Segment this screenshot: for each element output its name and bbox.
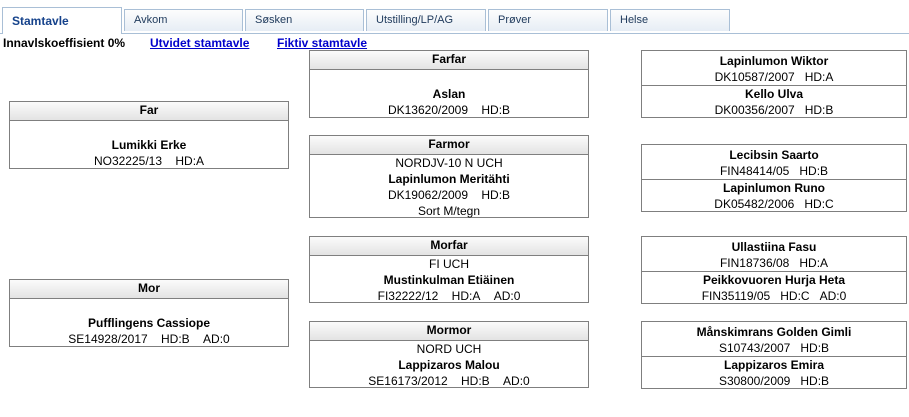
- morfar-box: Morfar FI UCH Mustinkulman Etiäinen FI32…: [309, 236, 589, 303]
- gen3-hd: HD:B: [799, 164, 829, 178]
- gen3-registration: DK05482/2006 HD:C: [642, 196, 906, 212]
- morfar-registration: FI32222/12 HD:A AD:0: [310, 288, 588, 304]
- mor-hd: HD:B: [161, 332, 190, 346]
- gen3-pair-farmor: Lecibsin Saarto FIN48414/05 HD:B Lapinlu…: [641, 144, 907, 212]
- gen3-name[interactable]: Månskimrans Golden Gimli: [696, 325, 852, 339]
- farmor-header: Farmor: [310, 136, 588, 155]
- gen3-ad: AD:0: [819, 289, 847, 303]
- morfar-titles: FI UCH: [429, 257, 469, 271]
- farmor-box: Farmor NORDJV-10 N UCH Lapinlumon Meritä…: [309, 135, 589, 218]
- morfar-name[interactable]: Mustinkulman Etiäinen: [383, 273, 515, 287]
- tab-sosken[interactable]: Søsken: [245, 9, 364, 31]
- pair-divider: [642, 85, 906, 86]
- farfar-name[interactable]: Aslan: [432, 87, 466, 101]
- pair-divider: [642, 179, 906, 180]
- morfar-reg: FI32222/12: [377, 289, 439, 303]
- gen3-hd: HD:A: [804, 70, 834, 84]
- far-name[interactable]: Lumikki Erke: [111, 138, 187, 152]
- pair-divider: [642, 271, 906, 272]
- morfar-ad: AD:0: [493, 289, 521, 303]
- gen3-reg: DK00356/2007: [714, 103, 795, 117]
- gen3-registration: FIN48414/05 HD:B: [642, 163, 906, 179]
- farmor-titles: NORDJV-10 N UCH: [395, 156, 503, 170]
- gen3-pair-farfar: Lapinlumon Wiktor DK10587/2007 HD:A Kell…: [641, 50, 907, 118]
- gen3-pair-mormor: Månskimrans Golden Gimli S10743/2007 HD:…: [641, 321, 907, 389]
- gen3-reg: DK05482/2006: [714, 197, 795, 211]
- gen3-name[interactable]: Lapinlumon Runo: [723, 181, 825, 195]
- inbreeding-coefficient: Innavlskoeffisient 0%: [3, 36, 126, 50]
- farfar-box: Farfar Aslan DK13620/2009 HD:B: [309, 50, 589, 118]
- farmor-name[interactable]: Lapinlumon Meritähti: [388, 172, 510, 186]
- farmor-hd: HD:B: [481, 188, 511, 202]
- tab-utstilling[interactable]: Utstilling/LP/AG: [366, 9, 486, 31]
- farmor-registration: DK19062/2009 HD:B: [310, 187, 588, 203]
- gen3-pair-morfar: Ullastiina Fasu FIN18736/08 HD:A Peikkov…: [641, 236, 907, 304]
- gen3-hd: HD:C: [804, 197, 834, 211]
- gen3-name[interactable]: Lecibsin Saarto: [729, 148, 819, 162]
- farfar-hd: HD:B: [481, 103, 511, 117]
- gen3-name[interactable]: Peikkovuoren Hurja Heta: [702, 273, 846, 287]
- gen3-hd: HD:B: [800, 341, 830, 355]
- morfar-header: Morfar: [310, 237, 588, 256]
- mor-registration: SE14928/2017 HD:B AD:0: [10, 331, 288, 347]
- mor-box: Mor Pufflingens Cassiope SE14928/2017 HD…: [9, 279, 289, 347]
- farmor-color: Sort M/tegn: [417, 204, 481, 218]
- mormor-box: Mormor NORD UCH Lappizaros Malou SE16173…: [309, 321, 589, 388]
- gen3-hd: HD:C: [780, 289, 810, 303]
- gen3-name[interactable]: Lappizaros Emira: [723, 358, 825, 372]
- tab-helse[interactable]: Helse: [610, 9, 730, 31]
- gen3-registration: FIN35119/05 HD:C AD:0: [642, 288, 906, 304]
- tab-stamtavle[interactable]: Stamtavle: [2, 7, 122, 34]
- mormor-ad: AD:0: [503, 374, 530, 388]
- gen3-registration: FIN18736/08 HD:A: [642, 255, 906, 271]
- gen3-hd: HD:B: [804, 103, 834, 117]
- mormor-registration: SE16173/2012 HD:B AD:0: [310, 373, 588, 389]
- tab-avkom[interactable]: Avkom: [124, 9, 243, 31]
- mor-reg: SE14928/2017: [68, 332, 148, 346]
- far-reg: NO32225/13: [93, 154, 163, 168]
- mormor-reg: SE16173/2012: [368, 374, 448, 388]
- gen3-name[interactable]: Lapinlumon Wiktor: [719, 54, 829, 68]
- far-hd: HD:A: [175, 154, 205, 168]
- gen3-registration: S10743/2007 HD:B: [642, 340, 906, 356]
- gen3-hd: HD:B: [800, 374, 830, 388]
- mormor-name[interactable]: Lappizaros Malou: [398, 358, 500, 372]
- mor-ad: AD:0: [203, 332, 230, 346]
- morfar-hd: HD:A: [451, 289, 481, 303]
- gen3-reg: FIN48414/05: [719, 164, 790, 178]
- far-header: Far: [10, 102, 288, 121]
- mormor-header: Mormor: [310, 322, 588, 341]
- gen3-registration: DK00356/2007 HD:B: [642, 102, 906, 118]
- far-registration: NO32225/13 HD:A: [10, 153, 288, 169]
- far-box: Far Lumikki Erke NO32225/13 HD:A: [9, 101, 289, 169]
- gen3-name[interactable]: Ullastiina Fasu: [731, 240, 817, 254]
- farfar-registration: DK13620/2009 HD:B: [310, 102, 588, 118]
- gen3-hd: HD:A: [799, 256, 829, 270]
- gen3-reg: FIN18736/08: [719, 256, 790, 270]
- gen3-registration: S30800/2009 HD:B: [642, 373, 906, 389]
- farmor-reg: DK19062/2009: [387, 188, 469, 202]
- fictive-pedigree-link[interactable]: Fiktiv stamtavle: [277, 36, 368, 50]
- gen3-registration: DK10587/2007 HD:A: [642, 69, 906, 85]
- farfar-reg: DK13620/2009: [387, 103, 469, 117]
- mormor-titles: NORD UCH: [416, 342, 482, 356]
- gen3-reg: S30800/2009: [718, 374, 791, 388]
- gen3-name[interactable]: Kello Ulva: [744, 87, 804, 101]
- mormor-hd: HD:B: [461, 374, 490, 388]
- mor-header: Mor: [10, 280, 288, 299]
- gen3-reg: S10743/2007: [718, 341, 791, 355]
- mor-name[interactable]: Pufflingens Cassiope: [87, 316, 211, 330]
- gen3-reg: DK10587/2007: [714, 70, 795, 84]
- extended-pedigree-link[interactable]: Utvidet stamtavle: [150, 36, 250, 50]
- pair-divider: [642, 356, 906, 357]
- tab-prover[interactable]: Prøver: [488, 9, 608, 31]
- gen3-reg: FIN35119/05: [701, 289, 771, 303]
- tab-bar: Stamtavle Avkom Søsken Utstilling/LP/AG …: [0, 0, 909, 34]
- farfar-header: Farfar: [310, 51, 588, 70]
